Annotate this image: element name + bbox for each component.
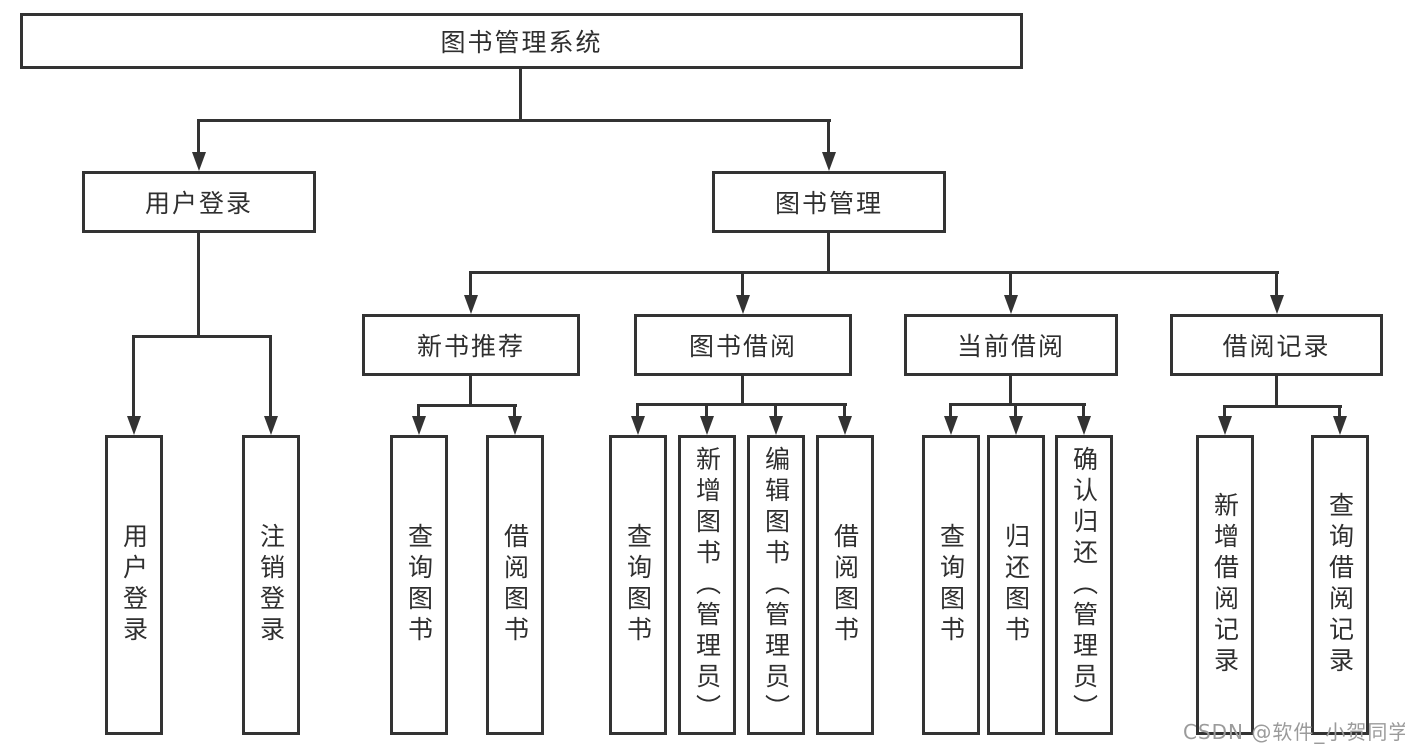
connector-line — [636, 403, 847, 406]
connector-line — [1223, 405, 1342, 408]
node-library-management-system: 图书管理系统 — [20, 13, 1023, 69]
connector-line — [949, 403, 952, 418]
leaf-confirm-return-admin: 确认归还（管理员） — [1055, 435, 1113, 735]
connector-line — [1275, 271, 1278, 297]
leaf-user-login: 用户登录 — [105, 435, 163, 735]
connector-line — [636, 403, 639, 418]
arrowhead-down-icon — [1218, 416, 1232, 435]
leaf-logout: 注销登录 — [242, 435, 300, 735]
arrowhead-down-icon — [192, 152, 206, 171]
leaf-query-borrow-record: 查询借阅记录 — [1311, 435, 1369, 735]
arrowhead-down-icon — [631, 416, 645, 435]
leaf-label: 编辑图书（管理员） — [761, 445, 791, 725]
connector-line — [1223, 405, 1226, 418]
arrowhead-down-icon — [127, 416, 141, 435]
node-label: 图书借阅 — [688, 332, 797, 361]
connector-line — [132, 335, 135, 418]
connector-line — [469, 271, 472, 297]
connector-line — [1082, 403, 1085, 418]
arrowhead-down-icon — [1004, 295, 1018, 314]
leaf-borrow-books: 借阅图书 — [816, 435, 874, 735]
connector-line — [269, 335, 272, 418]
leaf-label: 确认归还（管理员） — [1069, 445, 1099, 725]
node-label: 当前借阅 — [956, 332, 1065, 361]
connector-line — [417, 404, 517, 407]
leaf-query-books-borrow: 查询图书 — [609, 435, 667, 735]
arrowhead-down-icon — [464, 295, 478, 314]
node-current-borrow: 当前借阅 — [904, 314, 1118, 376]
connector-line — [949, 403, 1086, 406]
csdn-watermark: CSDN @软件_小贺同学 — [1183, 720, 1405, 744]
connector-line — [469, 271, 1279, 274]
connector-line — [1014, 403, 1017, 418]
arrowhead-down-icon — [944, 416, 958, 435]
leaf-label: 新增借阅记录 — [1210, 492, 1240, 678]
leaf-add-book-admin: 新增图书（管理员） — [678, 435, 736, 735]
arrowhead-down-icon — [736, 295, 750, 314]
leaf-label: 查询图书 — [404, 523, 434, 647]
arrowhead-down-icon — [1077, 416, 1091, 435]
node-label: 图书管理 — [774, 189, 883, 218]
connector-line — [1009, 271, 1012, 297]
arrowhead-down-icon — [769, 416, 783, 435]
connector-line — [741, 376, 744, 404]
node-user-login: 用户登录 — [82, 171, 316, 233]
leaf-label: 借阅图书 — [830, 523, 860, 647]
leaf-edit-book-admin: 编辑图书（管理员） — [747, 435, 805, 735]
connector-line — [774, 403, 777, 418]
node-label: 用户登录 — [144, 189, 253, 218]
arrowhead-down-icon — [264, 416, 278, 435]
leaf-query-books-current: 查询图书 — [922, 435, 980, 735]
connector-line — [469, 376, 472, 405]
leaf-add-borrow-record: 新增借阅记录 — [1196, 435, 1254, 735]
arrowhead-down-icon — [700, 416, 714, 435]
connector-line — [197, 233, 200, 336]
arrowhead-down-icon — [1270, 295, 1284, 314]
arrowhead-down-icon — [412, 416, 426, 435]
node-new-book-recommend: 新书推荐 — [362, 314, 580, 376]
connector-line — [1275, 376, 1278, 406]
node-book-management: 图书管理 — [712, 171, 946, 233]
connector-line — [519, 68, 522, 119]
node-borrow-records: 借阅记录 — [1170, 314, 1383, 376]
arrowhead-down-icon — [822, 152, 836, 171]
connector-line — [1009, 376, 1012, 404]
leaf-return-book: 归还图书 — [987, 435, 1045, 735]
arrowhead-down-icon — [508, 416, 522, 435]
connector-line — [197, 119, 200, 154]
leaf-label: 归还图书 — [1001, 523, 1031, 647]
node-book-borrow: 图书借阅 — [634, 314, 852, 376]
connector-line — [741, 271, 744, 297]
leaf-label: 查询图书 — [623, 523, 653, 647]
leaf-label: 查询图书 — [936, 523, 966, 647]
connector-line — [197, 119, 831, 122]
node-label: 图书管理系统 — [440, 28, 603, 57]
connector-line — [1338, 405, 1341, 418]
connector-line — [417, 404, 420, 418]
arrowhead-down-icon — [1009, 416, 1023, 435]
node-label: 借阅记录 — [1222, 332, 1331, 361]
leaf-label: 查询借阅记录 — [1325, 492, 1355, 678]
node-label: 新书推荐 — [416, 332, 525, 361]
connector-line — [132, 335, 272, 338]
leaf-label: 借阅图书 — [500, 523, 530, 647]
leaf-query-books-recommend: 查询图书 — [390, 435, 448, 735]
connector-line — [827, 233, 830, 272]
connector-line — [513, 404, 516, 418]
arrowhead-down-icon — [838, 416, 852, 435]
connector-line — [843, 403, 846, 418]
leaf-borrow-books-recommend: 借阅图书 — [486, 435, 544, 735]
arrowhead-down-icon — [1333, 416, 1347, 435]
leaf-label: 新增图书（管理员） — [692, 445, 722, 725]
leaf-label: 用户登录 — [119, 523, 149, 647]
connector-line — [827, 119, 830, 154]
leaf-label: 注销登录 — [256, 523, 286, 647]
connector-line — [705, 403, 708, 418]
